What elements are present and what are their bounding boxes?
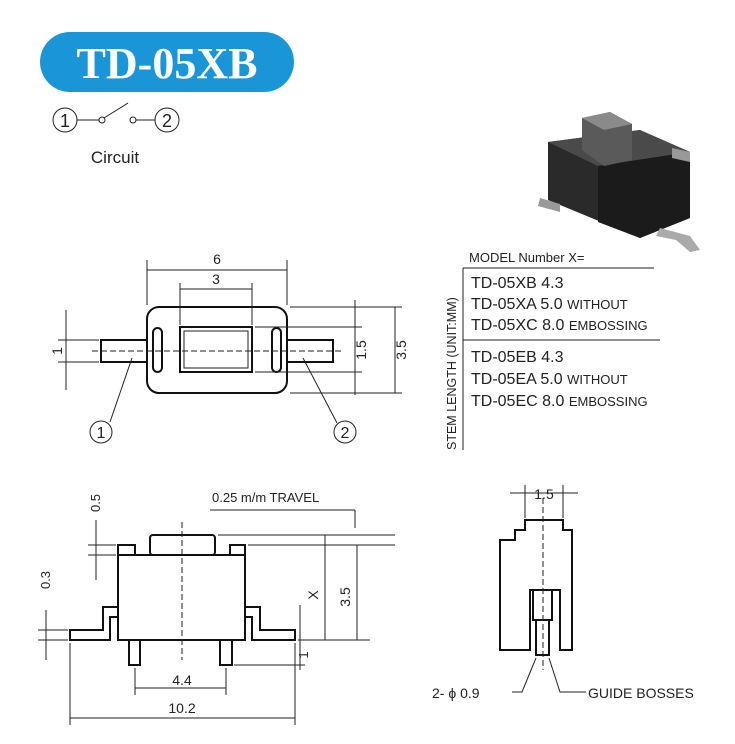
svg-text:X: X (305, 590, 321, 600)
svg-text:1: 1 (296, 651, 311, 658)
model-row: TD-05XB 4.3 (471, 275, 564, 292)
model-row: TD-05EC 8.0 EMBOSSING (471, 393, 648, 410)
product-photo (538, 112, 700, 252)
side-view: 0.25 m/m TRAVEL X 3.5 1 0.5 0.3 4.4 10.2 (38, 490, 395, 725)
svg-text:1: 1 (49, 347, 65, 355)
svg-text:10.2: 10.2 (168, 700, 195, 716)
svg-text:1.5: 1.5 (353, 340, 369, 360)
guide-bosses-label: GUIDE BOSSES (588, 685, 694, 701)
title-badge (40, 32, 294, 92)
model-row: TD-05EB 4.3 (471, 349, 564, 366)
model-row: TD-05XA 5.0 WITHOUT (471, 296, 628, 313)
stem-length-label: STEM LENGTH (UNIT:MM) (445, 297, 459, 450)
svg-text:3.5: 3.5 (337, 587, 353, 607)
title: TD-05XB (77, 39, 258, 88)
svg-text:3.5: 3.5 (393, 340, 409, 360)
svg-text:0.25 m/m TRAVEL: 0.25 m/m TRAVEL (212, 490, 319, 505)
svg-text:2: 2 (341, 425, 350, 442)
svg-text:3: 3 (212, 271, 220, 287)
model-row: TD-05XC 8.0 EMBOSSING (471, 317, 648, 334)
svg-text:0.3: 0.3 (38, 571, 53, 589)
model-row: TD-05EA 5.0 WITHOUT (471, 371, 628, 388)
svg-text:0.5: 0.5 (88, 494, 103, 512)
boss-diameter-label: 2- ϕ 0.9 (432, 685, 480, 701)
svg-text:1: 1 (60, 111, 70, 131)
svg-text:2: 2 (162, 111, 172, 131)
circuit-symbol: 1 2 (52, 102, 180, 133)
circuit-label: Circuit (91, 148, 139, 167)
svg-text:6: 6 (213, 251, 221, 267)
svg-text:1: 1 (97, 425, 106, 442)
svg-text:4.4: 4.4 (172, 672, 192, 688)
model-header: MODEL Number X= (469, 250, 584, 265)
top-view: 6 3 1.5 3.5 1 1 2 (49, 251, 409, 444)
svg-text:1.5: 1.5 (534, 486, 554, 502)
front-view: 1.5 2- ϕ 0.9 GUIDE BOSSES (432, 485, 694, 701)
